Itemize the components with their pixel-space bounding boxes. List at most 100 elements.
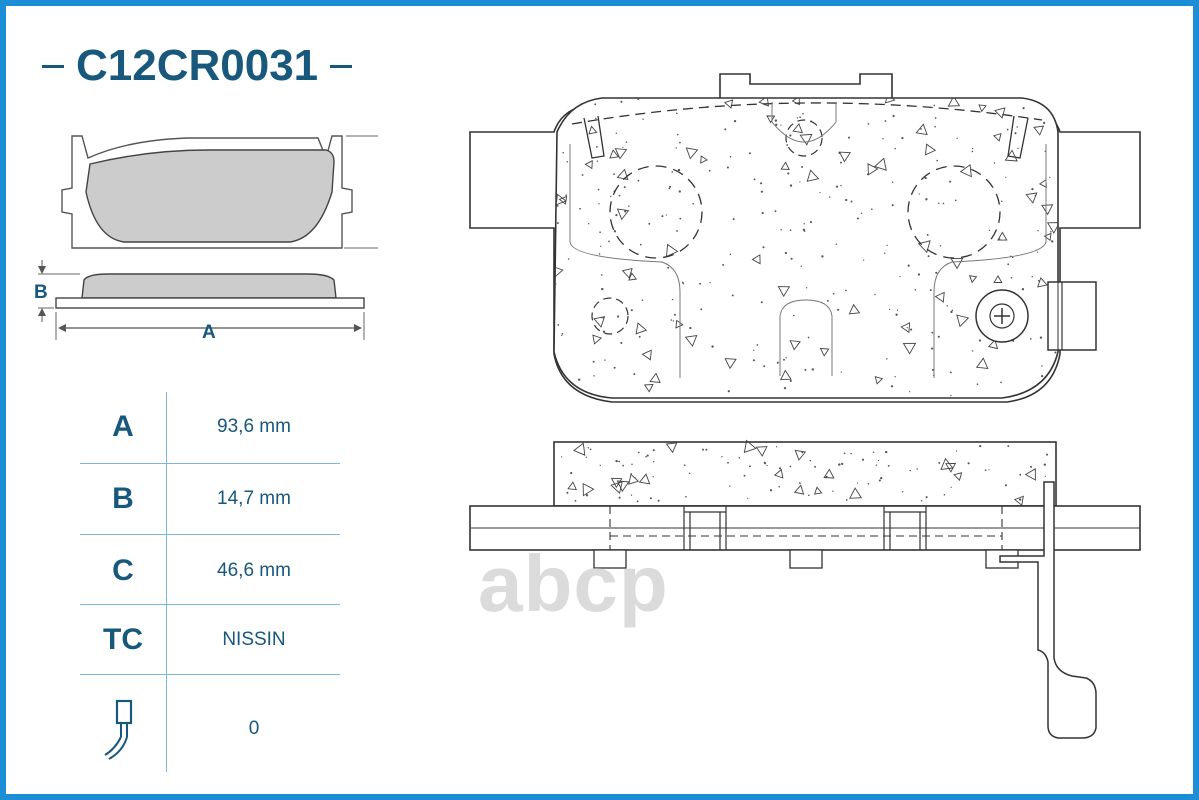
texture-dot <box>875 464 878 466</box>
texture-dot <box>641 299 644 301</box>
texture-triangle <box>584 160 593 170</box>
texture-dot <box>800 265 802 267</box>
texture-dot <box>774 119 778 122</box>
texture-dot <box>601 274 603 276</box>
texture-dot <box>907 264 910 267</box>
texture-triangle <box>900 322 911 334</box>
texture-dot <box>803 223 805 225</box>
texture-dot <box>711 345 714 348</box>
texture-dot <box>877 459 880 462</box>
texture-dot <box>665 214 668 216</box>
texture-dot <box>608 240 610 243</box>
texture-dot <box>574 499 577 502</box>
texture-triangle <box>884 98 896 104</box>
texture-dot <box>902 491 904 493</box>
texture-dot <box>943 494 946 496</box>
texture-dot <box>637 179 640 182</box>
texture-dot <box>979 445 982 448</box>
texture-triangle <box>616 208 630 221</box>
part-number: C12CR0031 <box>76 41 319 90</box>
texture-dot <box>724 128 727 131</box>
texture-triangle <box>978 104 987 113</box>
texture-triangle <box>766 115 776 124</box>
spec-key: A <box>112 410 134 443</box>
texture-dot <box>840 161 842 164</box>
texture-dot <box>618 460 621 463</box>
texture-dot <box>950 486 952 488</box>
texture-dot <box>1041 365 1043 367</box>
texture-dot <box>814 465 817 468</box>
specs-table: A 93,6 mm B 14,7 mm C 46,6 mm TC NISSIN … <box>80 392 340 772</box>
texture-dot <box>1021 288 1025 291</box>
texture-dot <box>1006 128 1009 131</box>
part-title: C12CR0031 <box>42 38 353 94</box>
texture-dot <box>845 198 848 202</box>
texture-dot <box>811 368 814 371</box>
texture-dot <box>747 497 749 499</box>
texture-dot <box>845 499 848 501</box>
texture-dot <box>786 144 789 146</box>
texture-dot <box>681 281 684 284</box>
texture-triangle <box>992 132 1002 142</box>
texture-dot <box>613 173 615 175</box>
texture-dot <box>721 456 723 458</box>
texture-triangle <box>823 468 835 479</box>
texture-triangle <box>959 163 972 178</box>
texture-dot <box>560 456 563 458</box>
texture-triangle <box>592 334 603 345</box>
texture-dot <box>623 186 626 189</box>
specs-divider <box>80 463 340 464</box>
texture-dot <box>916 468 918 470</box>
texture-dot <box>886 358 888 360</box>
texture-dot <box>652 476 654 478</box>
texture-dot <box>561 334 563 337</box>
texture-dot <box>649 497 652 500</box>
texture-triangle <box>649 372 661 384</box>
texture-triangle <box>1043 232 1052 242</box>
texture-triangle <box>588 125 598 135</box>
texture-dot <box>978 339 981 342</box>
texture-dot <box>803 229 806 232</box>
texture-triangle <box>1046 222 1058 234</box>
texture-dot <box>561 333 564 335</box>
texture-dot <box>1000 200 1003 203</box>
texture-dot <box>805 287 808 289</box>
texture-triangle <box>934 291 945 303</box>
texture-dot <box>845 289 847 292</box>
texture-dot <box>984 469 987 472</box>
texture-dot <box>616 315 620 318</box>
texture-dot <box>566 161 569 163</box>
texture-dot <box>888 308 891 311</box>
texture-dot <box>622 464 624 467</box>
texture-dot <box>949 371 952 374</box>
texture-dot <box>557 324 560 326</box>
texture-dot <box>801 451 804 454</box>
texture-dot <box>667 266 670 269</box>
texture-dot <box>764 462 767 465</box>
texture-dot <box>661 215 664 218</box>
texture-dot <box>843 452 846 455</box>
texture-triangle <box>616 480 630 493</box>
texture-dot <box>597 188 600 191</box>
texture-dot <box>840 371 842 373</box>
texture-dot <box>677 168 681 172</box>
texture-dot <box>887 464 890 467</box>
texture-dot <box>832 490 834 492</box>
tab-right <box>1007 115 1029 159</box>
texture-dot <box>799 116 801 119</box>
texture-dot <box>819 191 821 194</box>
texture-dot <box>946 305 948 307</box>
texture-triangle <box>638 473 651 485</box>
texture-dot <box>998 238 1001 240</box>
texture-dot <box>678 190 681 193</box>
texture-dot <box>622 146 624 148</box>
texture-dot <box>778 467 782 470</box>
texture-dot <box>630 309 633 312</box>
texture-triangle <box>1041 204 1054 216</box>
texture-dot <box>1007 263 1010 266</box>
texture-dot <box>705 448 708 451</box>
texture-dot <box>578 378 581 381</box>
texture-dot <box>567 258 570 260</box>
texture-dot <box>613 230 617 233</box>
texture-dot <box>587 447 590 449</box>
